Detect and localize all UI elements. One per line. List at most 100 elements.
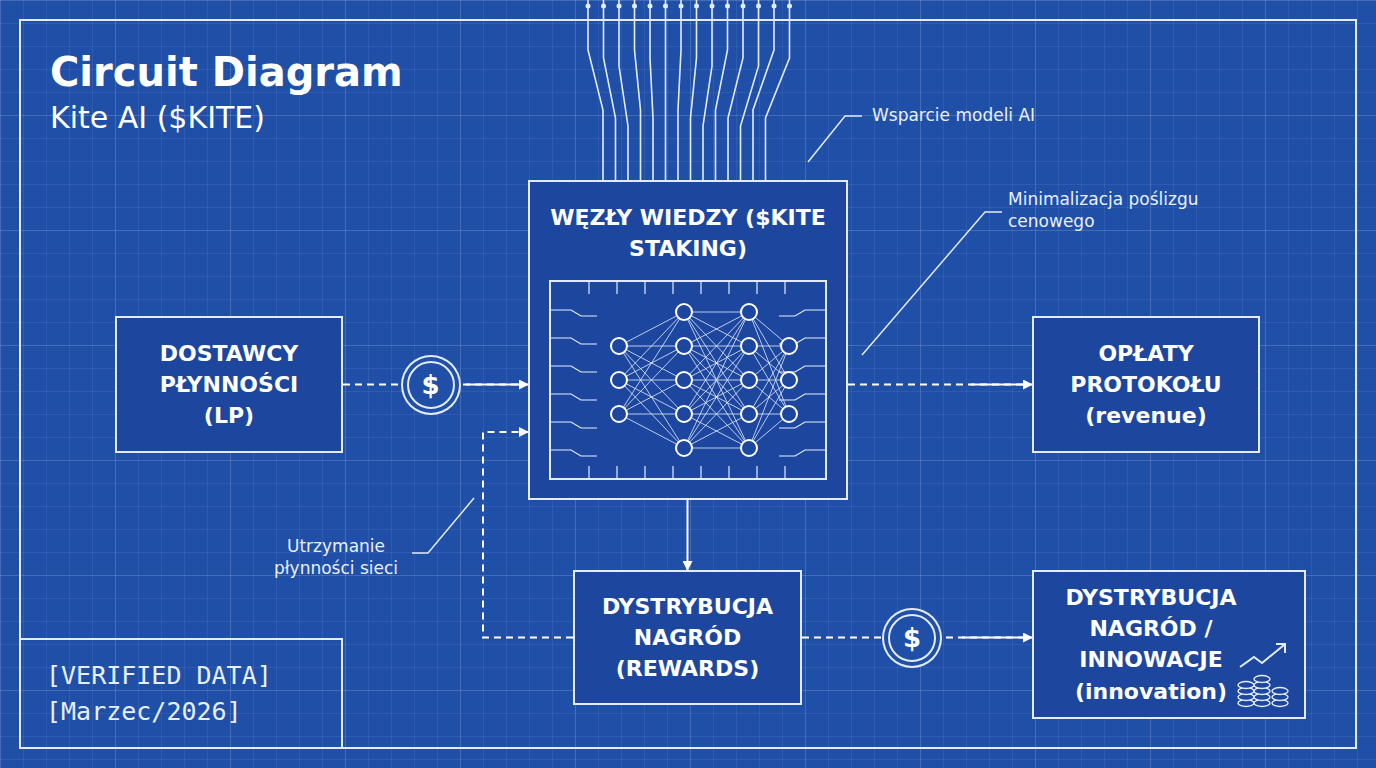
chip-trace	[728, 280, 729, 294]
chip-trace	[779, 310, 827, 316]
synapse-line	[684, 414, 749, 448]
neuron-dot	[611, 338, 627, 354]
chip-trace	[672, 280, 673, 294]
chip-trace	[588, 466, 589, 480]
source-box: DOSTAWCY PŁYNNOŚCI (LP)	[115, 316, 343, 453]
growth-coins-icon	[1232, 637, 1298, 709]
rewards-box: DYSTRYBUCJA NAGRÓD (REWARDS)	[573, 570, 802, 705]
synapse-line	[684, 346, 749, 448]
circuit-trace	[635, 0, 641, 181]
callout-note: Wsparcie modeli AI	[872, 104, 1035, 126]
synapse-line	[684, 312, 749, 346]
neuron-dot	[676, 372, 692, 388]
synapse-line	[684, 312, 749, 380]
chip-trace	[549, 338, 597, 344]
synapse-line	[619, 346, 684, 448]
neuron-dot	[676, 304, 692, 320]
synapse-line	[619, 312, 684, 380]
callout-note: Minimalizacja poślizgu cenowego	[1008, 188, 1208, 232]
coin	[1238, 681, 1254, 688]
callout-note: Utrzymanie płynności sieci	[250, 535, 422, 579]
data-stamp-box: [VERIFIED DATA] [Marzec/2026]	[20, 638, 343, 748]
chip-trace	[756, 280, 757, 294]
trace-pad	[725, 4, 730, 9]
chip-trace	[700, 280, 701, 294]
chip-trace	[779, 422, 827, 428]
synapse-line	[684, 312, 749, 448]
subtitle: Kite AI ($KITE)	[50, 98, 265, 137]
synapse-line	[619, 312, 684, 346]
neuron-dot	[676, 440, 692, 456]
neuron-dot	[741, 372, 757, 388]
synapse-line	[619, 380, 684, 414]
synapse-line	[684, 380, 749, 448]
connector-solid-end	[466, 384, 526, 386]
chip-trace	[549, 366, 597, 372]
chip-trace	[549, 450, 597, 456]
box-label: DOSTAWCY PŁYNNOŚCI (LP)	[131, 338, 327, 432]
neuron-dot	[741, 304, 757, 320]
synapse-line	[619, 380, 684, 414]
chip-trace	[644, 466, 645, 480]
trace-pad	[586, 4, 591, 9]
box-label: WĘZŁY WIEDZY ($KITE STAKING)	[544, 202, 832, 264]
chip-trace	[672, 466, 673, 480]
trace-pad	[617, 4, 622, 9]
connector-solid-end	[971, 384, 1030, 386]
neuron-dot	[741, 406, 757, 422]
synapse-line	[684, 346, 749, 448]
trace-pad	[601, 4, 606, 9]
coin	[1254, 675, 1270, 682]
circuit-trace	[619, 0, 628, 181]
neuron-dot	[611, 372, 627, 388]
flow-connector	[848, 384, 1032, 386]
connector-solid-end	[962, 637, 1030, 639]
trend-arrow-head	[1276, 644, 1285, 653]
trace-pad	[772, 4, 777, 9]
neuron-dot	[676, 338, 692, 354]
chip-trace	[728, 466, 729, 480]
neuron-dot	[676, 406, 692, 422]
chip-trace	[784, 280, 785, 294]
neuron-dot	[741, 440, 757, 456]
chip-trace	[616, 466, 617, 480]
trace-pad	[741, 4, 746, 9]
circuit-trace	[588, 0, 603, 181]
chip-trace	[779, 394, 827, 400]
chip-trace	[549, 310, 597, 316]
circuit-trace	[716, 0, 728, 181]
trace-pad	[648, 4, 653, 9]
chip-trace	[549, 394, 597, 400]
circuit-trace	[703, 0, 712, 181]
chip-trace	[644, 280, 645, 294]
neuron-dot	[611, 406, 627, 422]
currency-badge: $	[407, 361, 455, 409]
neuron-dot	[781, 406, 797, 422]
neuron-dot	[781, 372, 797, 388]
chip-trace	[779, 450, 827, 456]
chip-trace	[549, 422, 597, 428]
synapse-line	[619, 346, 684, 414]
chip-trace	[616, 280, 617, 294]
synapse-line	[619, 414, 684, 415]
chip-outline	[550, 281, 826, 479]
circuit-trace	[678, 0, 681, 181]
chip-trace	[588, 280, 589, 294]
synapse-line	[749, 312, 789, 414]
synapse-line	[684, 448, 749, 449]
chip-trace	[700, 466, 701, 480]
box-label: DYSTRYBUCJA NAGRÓD (REWARDS)	[589, 591, 786, 685]
synapse-line	[749, 346, 789, 448]
synapse-line	[684, 380, 749, 448]
synapse-line	[684, 312, 749, 346]
chip-trace	[756, 466, 757, 480]
circuit-trace	[753, 0, 774, 181]
revenue-box: OPŁATY PROTOKOŁU (revenue)	[1032, 316, 1260, 453]
synapse-line	[684, 312, 749, 414]
circuit-trace	[691, 0, 697, 181]
flow-connector	[687, 500, 689, 570]
trace-pad	[632, 4, 637, 9]
box-label: [VERIFIED DATA] [Marzec/2026]	[46, 658, 296, 731]
trace-pad	[679, 4, 684, 9]
synapse-line	[684, 312, 749, 380]
